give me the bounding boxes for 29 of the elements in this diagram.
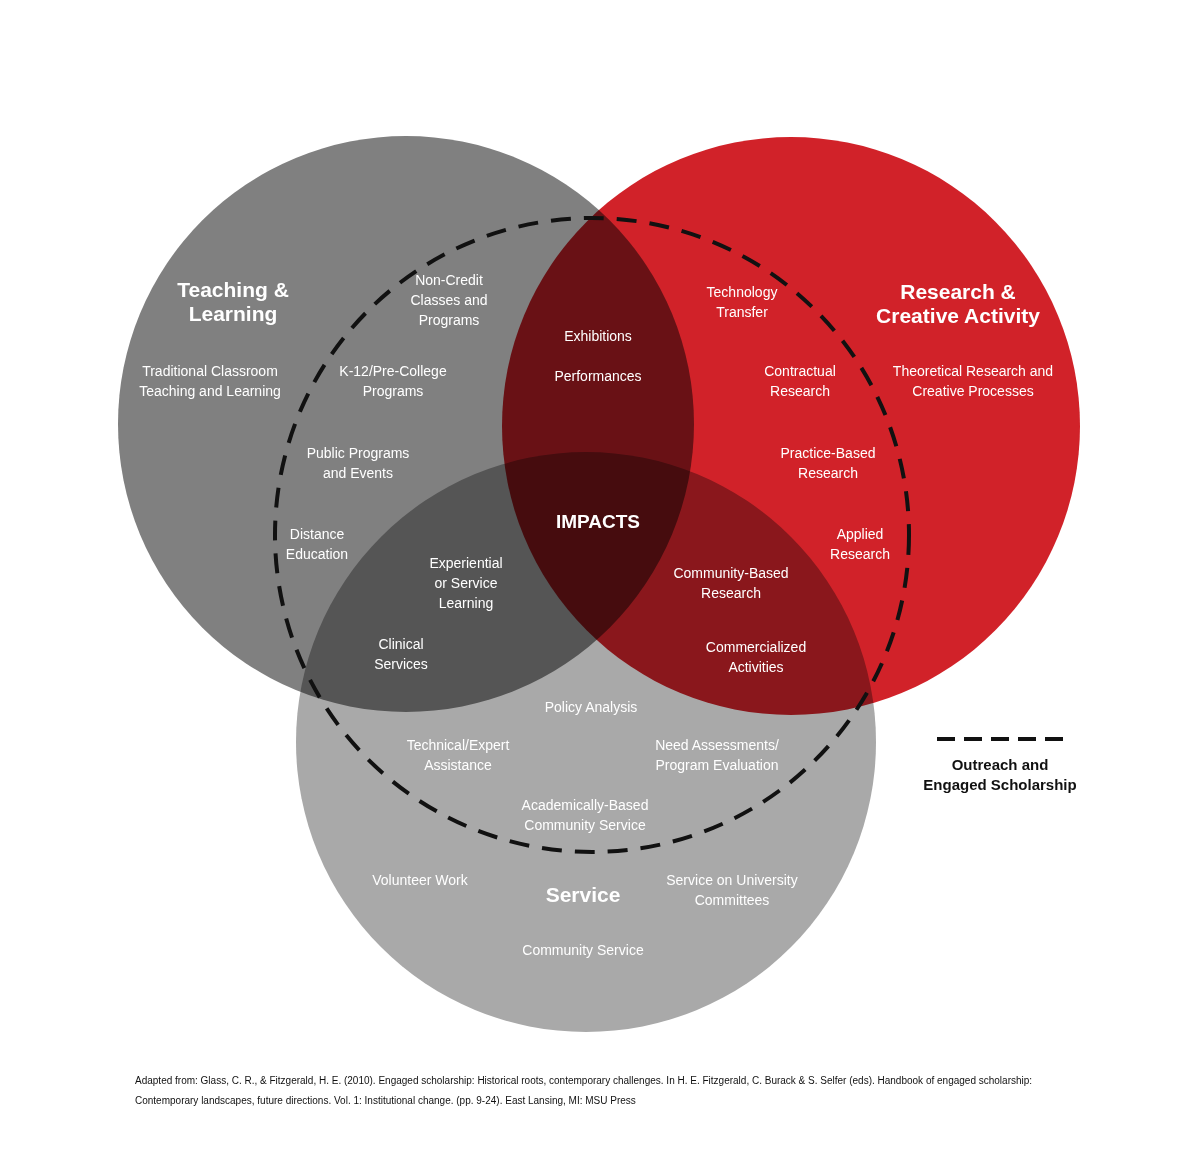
activity-label: Experiential or Service Learning — [429, 554, 503, 613]
center-heading: IMPACTS — [555, 509, 641, 533]
activity-label: Exhibitions — [564, 327, 632, 346]
activity-label: Volunteer Work — [372, 871, 468, 890]
activity-label: Contractual Research — [764, 362, 836, 401]
category-heading: Teaching & Learning — [177, 278, 289, 326]
legend-label: Outreach and Engaged Scholarship — [923, 755, 1077, 795]
activity-label: Technology Transfer — [706, 283, 778, 322]
activity-label: K-12/Pre-College Programs — [339, 362, 447, 401]
activity-label: Community Service — [522, 941, 644, 960]
activity-label: Academically-Based Community Service — [521, 796, 649, 835]
activity-label: Need Assessments/ Program Evaluation — [655, 736, 779, 775]
source-caption: Adapted from: Glass, C. R., & Fitzgerald, H. E. (2010). Engaged scholarship: Historical roots, contemporary challenges. In H. E. Fitzgerald, C. Burack & S. Selfer (eds). Handbook of engaged scholarship: Contemporary landscapes, future directions. Vol. 1: Institutional change. (pp. 9-24). East Lansing, MI: MSU Press — [135, 1074, 1034, 1108]
activity-label: Clinical Services — [374, 635, 428, 674]
activity-label: Applied Research — [830, 525, 890, 564]
activity-label: Community-Based Research — [673, 564, 789, 603]
activity-label: Non-Credit Classes and Programs — [410, 271, 488, 330]
activity-label: Traditional Classroom Teaching and Learning — [139, 362, 281, 401]
activity-label: Practice-Based Research — [780, 444, 876, 483]
activity-label: Theoretical Research and Creative Processes — [892, 362, 1054, 401]
activity-label: Performances — [554, 367, 642, 386]
activity-label: Policy Analysis — [544, 698, 638, 717]
activity-label: Commercialized Activities — [705, 638, 807, 677]
activity-label: Service on University Committees — [666, 871, 798, 910]
category-heading: Research & Creative Activity — [876, 280, 1040, 328]
category-heading: Service — [545, 883, 621, 907]
activity-label: Technical/Expert Assistance — [406, 736, 510, 775]
activity-label: Public Programs and Events — [306, 444, 410, 483]
activity-label: Distance Education — [285, 525, 349, 564]
